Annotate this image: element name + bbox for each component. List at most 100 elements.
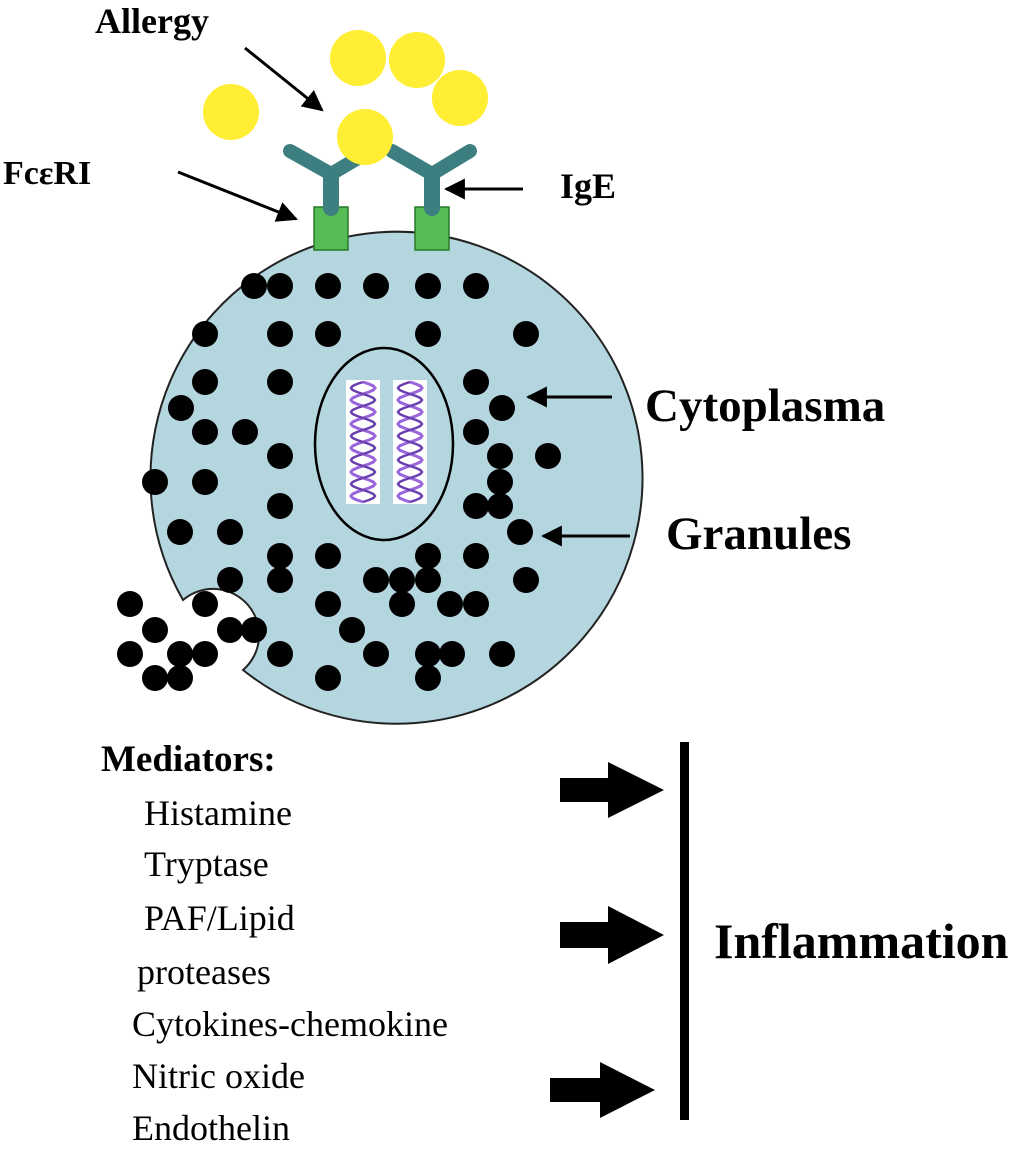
granule: [415, 543, 441, 569]
granule: [192, 469, 218, 495]
granule: [363, 273, 389, 299]
released-granule-group: [117, 591, 218, 691]
granule: [363, 641, 389, 667]
allergen: [432, 70, 488, 126]
granule: [315, 665, 341, 691]
mediator-item: Endothelin: [132, 1108, 290, 1148]
released-granule: [142, 617, 168, 643]
allergen-group: [203, 30, 488, 140]
nucleus: [313, 346, 455, 542]
granule: [389, 567, 415, 593]
fceri-arrow: [177, 170, 298, 222]
granule: [241, 617, 267, 643]
granule: [315, 321, 341, 347]
granule: [267, 493, 293, 519]
granule: [463, 543, 489, 569]
released-granule: [142, 665, 168, 691]
granule: [463, 591, 489, 617]
mediator-item: Tryptase: [144, 844, 269, 884]
allergen: [203, 84, 259, 140]
granule: [463, 419, 489, 445]
granule: [463, 273, 489, 299]
granule: [513, 321, 539, 347]
released-granule: [167, 665, 193, 691]
ige-antibody-group: [283, 144, 477, 216]
granule: [507, 519, 533, 545]
granule: [535, 443, 561, 469]
cytoplasma-label: Cytoplasma: [645, 380, 885, 432]
mediator-item: Nitric oxide: [132, 1056, 305, 1096]
released-granule: [117, 641, 143, 667]
released-granule: [167, 641, 193, 667]
granules-label: Granules: [666, 508, 851, 560]
granule: [415, 321, 441, 347]
granule: [241, 273, 267, 299]
allergy-label: Allergy: [95, 1, 209, 41]
granule: [513, 567, 539, 593]
granule: [415, 567, 441, 593]
granule: [489, 395, 515, 421]
granule: [389, 591, 415, 617]
dna-helix-icon: [396, 380, 424, 504]
granule: [267, 641, 293, 667]
mediator-item: Histamine: [144, 793, 292, 833]
granule: [232, 419, 258, 445]
granule: [339, 617, 365, 643]
allergen-bound: [337, 109, 393, 165]
granule: [167, 519, 193, 545]
allergy-arrow: [244, 46, 324, 112]
block-arrow-icon: [560, 762, 664, 818]
granule: [192, 369, 218, 395]
granule-group: [142, 273, 561, 691]
granule: [415, 665, 441, 691]
granule: [487, 469, 513, 495]
fceri-label: FcεRI: [3, 155, 91, 192]
granule: [463, 369, 489, 395]
fceri-receptor: [313, 206, 349, 251]
granule: [192, 419, 218, 445]
granule: [168, 395, 194, 421]
granule: [267, 543, 293, 569]
allergen: [330, 30, 386, 86]
inflammation-label: Inflammation: [714, 913, 1009, 969]
granule: [217, 519, 243, 545]
mediator-item: proteases: [137, 952, 271, 992]
granule: [217, 617, 243, 643]
granule: [463, 493, 489, 519]
allergen: [389, 32, 445, 88]
granule: [415, 641, 441, 667]
granule: [267, 369, 293, 395]
mediator-item: PAF/Lipid: [144, 898, 295, 938]
granule: [142, 469, 168, 495]
block-arrow-icon: [550, 1062, 655, 1118]
granule: [267, 273, 293, 299]
granule: [487, 493, 513, 519]
released-granule: [117, 591, 143, 617]
granule: [489, 641, 515, 667]
granule: [267, 443, 293, 469]
granule: [267, 567, 293, 593]
released-granule: [192, 591, 218, 617]
released-granule: [192, 641, 218, 667]
mediator-arrow-group: [550, 762, 664, 1118]
granule: [437, 591, 463, 617]
granule: [439, 641, 465, 667]
dna-group: [346, 380, 427, 504]
block-arrow-icon: [560, 906, 664, 964]
granule: [315, 273, 341, 299]
granule: [363, 567, 389, 593]
granule: [487, 443, 513, 469]
mediator-item: Cytokines-chemokine: [132, 1004, 448, 1044]
inflammation-bar: [680, 742, 689, 1120]
mediators-title: Mediators:: [101, 739, 276, 780]
granule: [415, 273, 441, 299]
ige-antibody: [385, 144, 477, 216]
dna-helix-icon: [349, 380, 377, 504]
granule: [315, 543, 341, 569]
ige-label: IgE: [560, 166, 616, 206]
granule: [315, 591, 341, 617]
granule: [217, 567, 243, 593]
granule: [192, 321, 218, 347]
granule: [267, 321, 293, 347]
